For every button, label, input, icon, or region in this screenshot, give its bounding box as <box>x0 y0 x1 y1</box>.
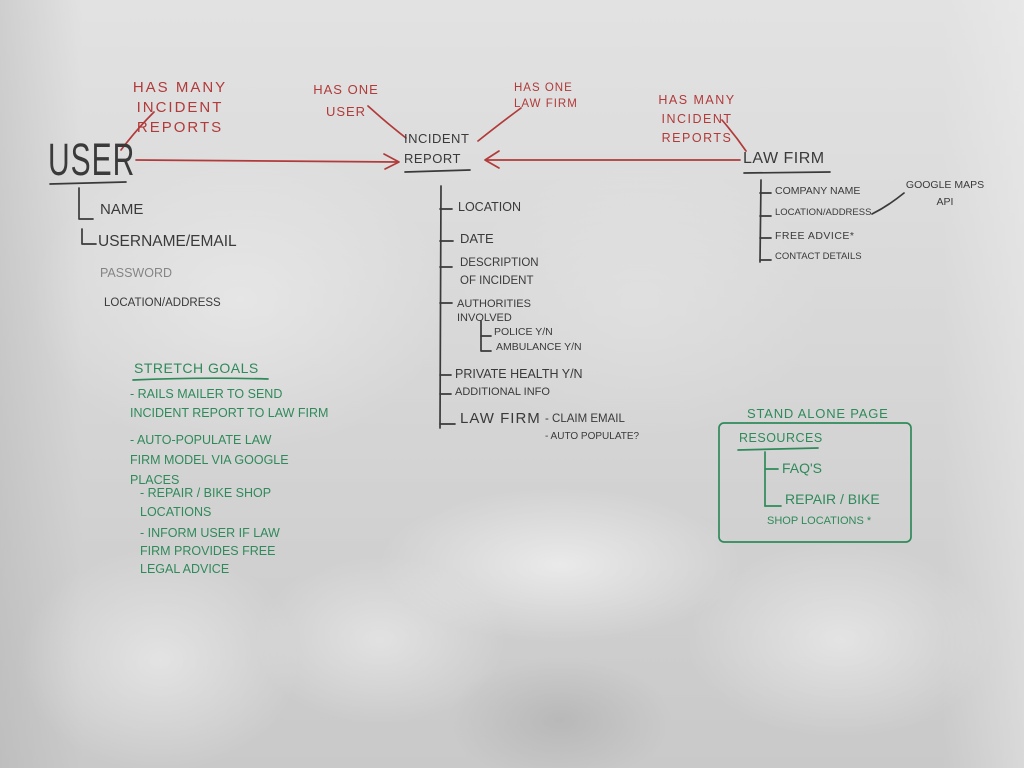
stretch-goal-item: - RAILS MAILER TO SEND INCIDENT REPORT T… <box>130 387 329 420</box>
report-field-date: DATE <box>460 231 494 246</box>
resources-item-faqs: FAQ'S <box>782 460 823 476</box>
lawfirm-relation-pointer <box>721 119 747 152</box>
user-title-underline <box>49 181 127 185</box>
lawfirm-title-underline <box>743 171 831 174</box>
report-field-location: LOCATION <box>458 200 521 214</box>
entity-trees <box>49 169 905 429</box>
report-subfield-police: POLICE Y/N <box>494 326 553 338</box>
report-field-description: DESCRIPTION OF INCIDENT <box>460 257 539 287</box>
user-to-report-arrowhead <box>383 153 400 170</box>
report-field-authorities: AUTHORITIES INVOLVED <box>457 298 531 324</box>
report-lawfirm-note-auto-populate: - AUTO POPULATE? <box>545 431 640 442</box>
resources-box <box>718 422 912 543</box>
lawfirm-to-report-arrowhead <box>484 150 500 169</box>
lawfirm-field-location: LOCATION/ADDRESS <box>775 207 872 218</box>
user-relation-pointer <box>120 111 155 151</box>
stretch-goal-item: - INFORM USER IF LAW FIRM PROVIDES FREE … <box>140 526 280 576</box>
report-title-underline <box>404 169 471 173</box>
user-field-password: PASSWORD <box>100 266 172 280</box>
user-field-bracket <box>81 228 97 245</box>
report-has-one-lawfirm-label: HAS ONE LAW FIRM <box>514 82 578 110</box>
stretch-goals-title: STRETCH GOALS <box>134 360 259 376</box>
report-tree-trunk <box>439 185 442 429</box>
report-field-law-firm: LAW FIRM <box>460 410 541 427</box>
google-maps-api-note: GOOGLE MAPS API <box>905 179 985 208</box>
relation-connectors <box>120 105 747 170</box>
report-field-private-health: PRIVATE HEALTH Y/N <box>455 367 583 381</box>
report-subfield-ambulance: AMBULANCE Y/N <box>496 341 582 353</box>
stand-alone-page-caption: STAND ALONE PAGE <box>747 406 889 421</box>
report-lawfirm-note-claim-email: - CLAIM EMAIL <box>545 413 625 425</box>
report-user-pointer <box>367 105 407 139</box>
report-lawfirm-pointer <box>477 107 522 142</box>
authorities-subtree <box>480 320 492 352</box>
green-notes <box>132 377 912 543</box>
user-has-many-reports-label: HAS MANY INCIDENT REPORTS <box>132 79 228 136</box>
report-entity-title: INCIDENT REPORT <box>404 131 470 166</box>
stretch-goals-underline <box>132 377 269 381</box>
user-field-location: LOCATION/ADDRESS <box>104 297 221 309</box>
lawfirm-field-contact-details: CONTACT DETAILS <box>775 251 862 262</box>
resources-underline <box>737 447 819 451</box>
stretch-goal-item: - AUTO-POPULATE LAW FIRM MODEL VIA GOOGL… <box>130 433 289 487</box>
lawfirm-has-many-reports-label: HAS MANY INCIDENT REPORTS <box>658 93 736 145</box>
user-entity-title: USER <box>48 136 136 186</box>
user-field-bracket <box>78 187 94 220</box>
google-maps-pointer <box>871 192 905 215</box>
resources-item-repair-bike: REPAIR / BIKE <box>785 491 880 507</box>
report-has-one-user-label: HAS ONE USER <box>313 82 379 119</box>
resources-title: RESOURCES <box>739 431 823 445</box>
lawfirm-field-company-name: COMPANY NAME <box>775 185 861 197</box>
lawfirm-entity-title: LAW FIRM <box>743 150 825 167</box>
lawfirm-field-free-advice: FREE ADVICE* <box>775 230 855 242</box>
user-field-name: NAME <box>100 201 144 218</box>
stretch-goal-item: - REPAIR / BIKE SHOP LOCATIONS <box>140 486 272 519</box>
user-field-username-email: USERNAME/EMAIL <box>98 233 237 250</box>
user-to-report-arrow <box>135 159 399 163</box>
resources-item-shop-locations: SHOP LOCATIONS * <box>767 515 872 527</box>
report-field-additional-info: ADDITIONAL INFO <box>455 386 550 398</box>
